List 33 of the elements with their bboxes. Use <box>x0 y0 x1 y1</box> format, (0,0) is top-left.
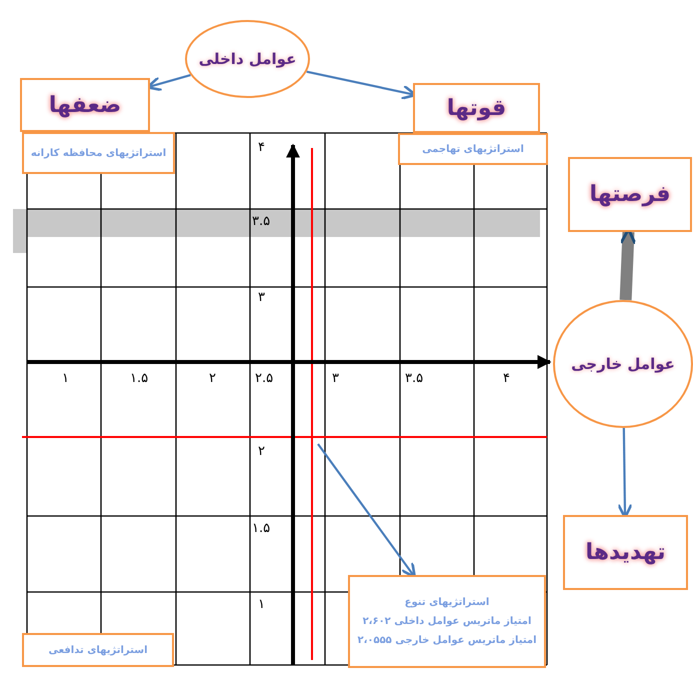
axis-tick-label: ۴ <box>503 371 510 386</box>
strategy-text: استراتژیهای تدافعی <box>48 644 148 658</box>
strategy-box <box>398 133 548 165</box>
strategy-box <box>348 575 546 668</box>
axis-tick-label: ۳.۵ <box>252 214 270 229</box>
heading-box <box>413 83 540 133</box>
axis-tick-label: ۱.۵ <box>130 371 148 386</box>
strategy-box <box>22 633 174 667</box>
heading-text: قوتها <box>446 96 506 120</box>
heading-text: عوامل خارجی <box>571 355 675 373</box>
axis-tick-label: ۳.۵ <box>405 371 424 386</box>
heading-box <box>20 78 150 132</box>
strategy-text: امتیاز ماتریس عوامل خارجی ۲،۰۵۵۵ <box>357 634 537 648</box>
strategy-text: استراتژیهای تهاجمی <box>422 142 524 156</box>
axis-tick-label: ۱ <box>258 597 265 612</box>
heading-text: ضعفها <box>48 92 122 118</box>
axis-tick-label: ۲ <box>258 444 265 459</box>
strategy-box <box>22 132 175 174</box>
strategy-text: امتیاز ماتریس عوامل داخلی ۲،۶۰۲ <box>362 615 532 629</box>
axis-tick-label: ۳ <box>258 290 265 305</box>
heading-box <box>563 515 688 590</box>
heading-text: تهدیدها <box>586 540 666 565</box>
heading-box <box>568 157 692 232</box>
axis-tick-label: ۱ <box>62 371 69 386</box>
axis-tick-label: ۴ <box>258 140 265 155</box>
heading-text: عوامل داخلی <box>198 50 296 68</box>
strategy-text: استراتژیهای تنوع <box>404 596 490 610</box>
heading-text: فرصتها <box>589 182 671 207</box>
axis-tick-label: ۲ <box>209 371 216 386</box>
axis-tick-label: ۳ <box>332 371 339 386</box>
strategy-text: استراتژیهای محافظه کارانه <box>30 146 166 160</box>
axis-tick-label: ۱.۵ <box>252 521 270 536</box>
axis-tick-label: ۲.۵ <box>255 371 274 386</box>
